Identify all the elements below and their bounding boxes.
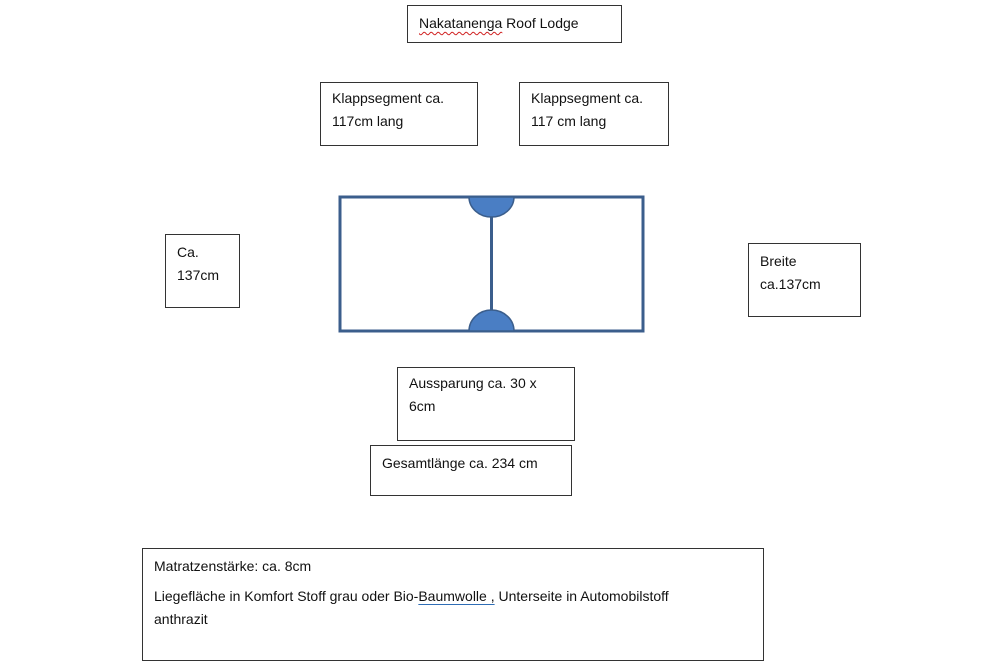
segment-right-label: Klappsegment ca. 117 cm lang <box>519 82 669 146</box>
recess-line1: Aussparung ca. 30 x <box>409 375 537 391</box>
height-label: Ca. 137cm <box>165 234 240 308</box>
surface-text-post: Unterseite in Automobilstoff <box>494 588 669 604</box>
width-label: Breite ca.137cm <box>748 243 861 317</box>
notes-box: Matratzenstärke: ca. 8cm Liegefläche in … <box>142 548 764 661</box>
height-line2: 137cm <box>177 267 220 283</box>
title-word-rest: Roof Lodge <box>502 15 579 31</box>
surface-text: Liegefläche in Komfort Stoff grau oder B… <box>154 585 752 608</box>
recess-label: Aussparung ca. 30 x 6cm <box>397 367 575 441</box>
segment-left-line1: Klappsegment ca. <box>332 90 445 106</box>
segment-right-line1: Klappsegment ca. <box>531 90 644 106</box>
recess-top <box>468 196 515 218</box>
title-label: Nakatanenga Roof Lodge <box>407 5 622 43</box>
width-line2: ca.137cm <box>760 276 821 292</box>
surface-text-pre: Liegefläche in Komfort Stoff grau oder B… <box>154 588 419 604</box>
segment-left-label: Klappsegment ca. 117cm lang <box>320 82 478 146</box>
recess-line2: 6cm <box>409 398 436 414</box>
title-word-brand: Nakatanenga <box>419 15 503 31</box>
total-length-label: Gesamtlänge ca. 234 cm <box>370 445 572 496</box>
surface-link-word: Baumwolle , <box>418 588 495 604</box>
total-length-text: Gesamtlänge ca. 234 cm <box>382 455 538 471</box>
thickness-text: Matratzenstärke: ca. 8cm <box>154 558 312 574</box>
width-line1: Breite <box>760 253 797 269</box>
recess-bottom <box>468 309 515 332</box>
segment-left-line2: 117cm lang <box>332 113 404 129</box>
height-line1: Ca. <box>177 244 199 260</box>
segment-right-line2: 117 cm lang <box>531 113 607 129</box>
surface-text-line2: anthrazit <box>154 611 208 627</box>
